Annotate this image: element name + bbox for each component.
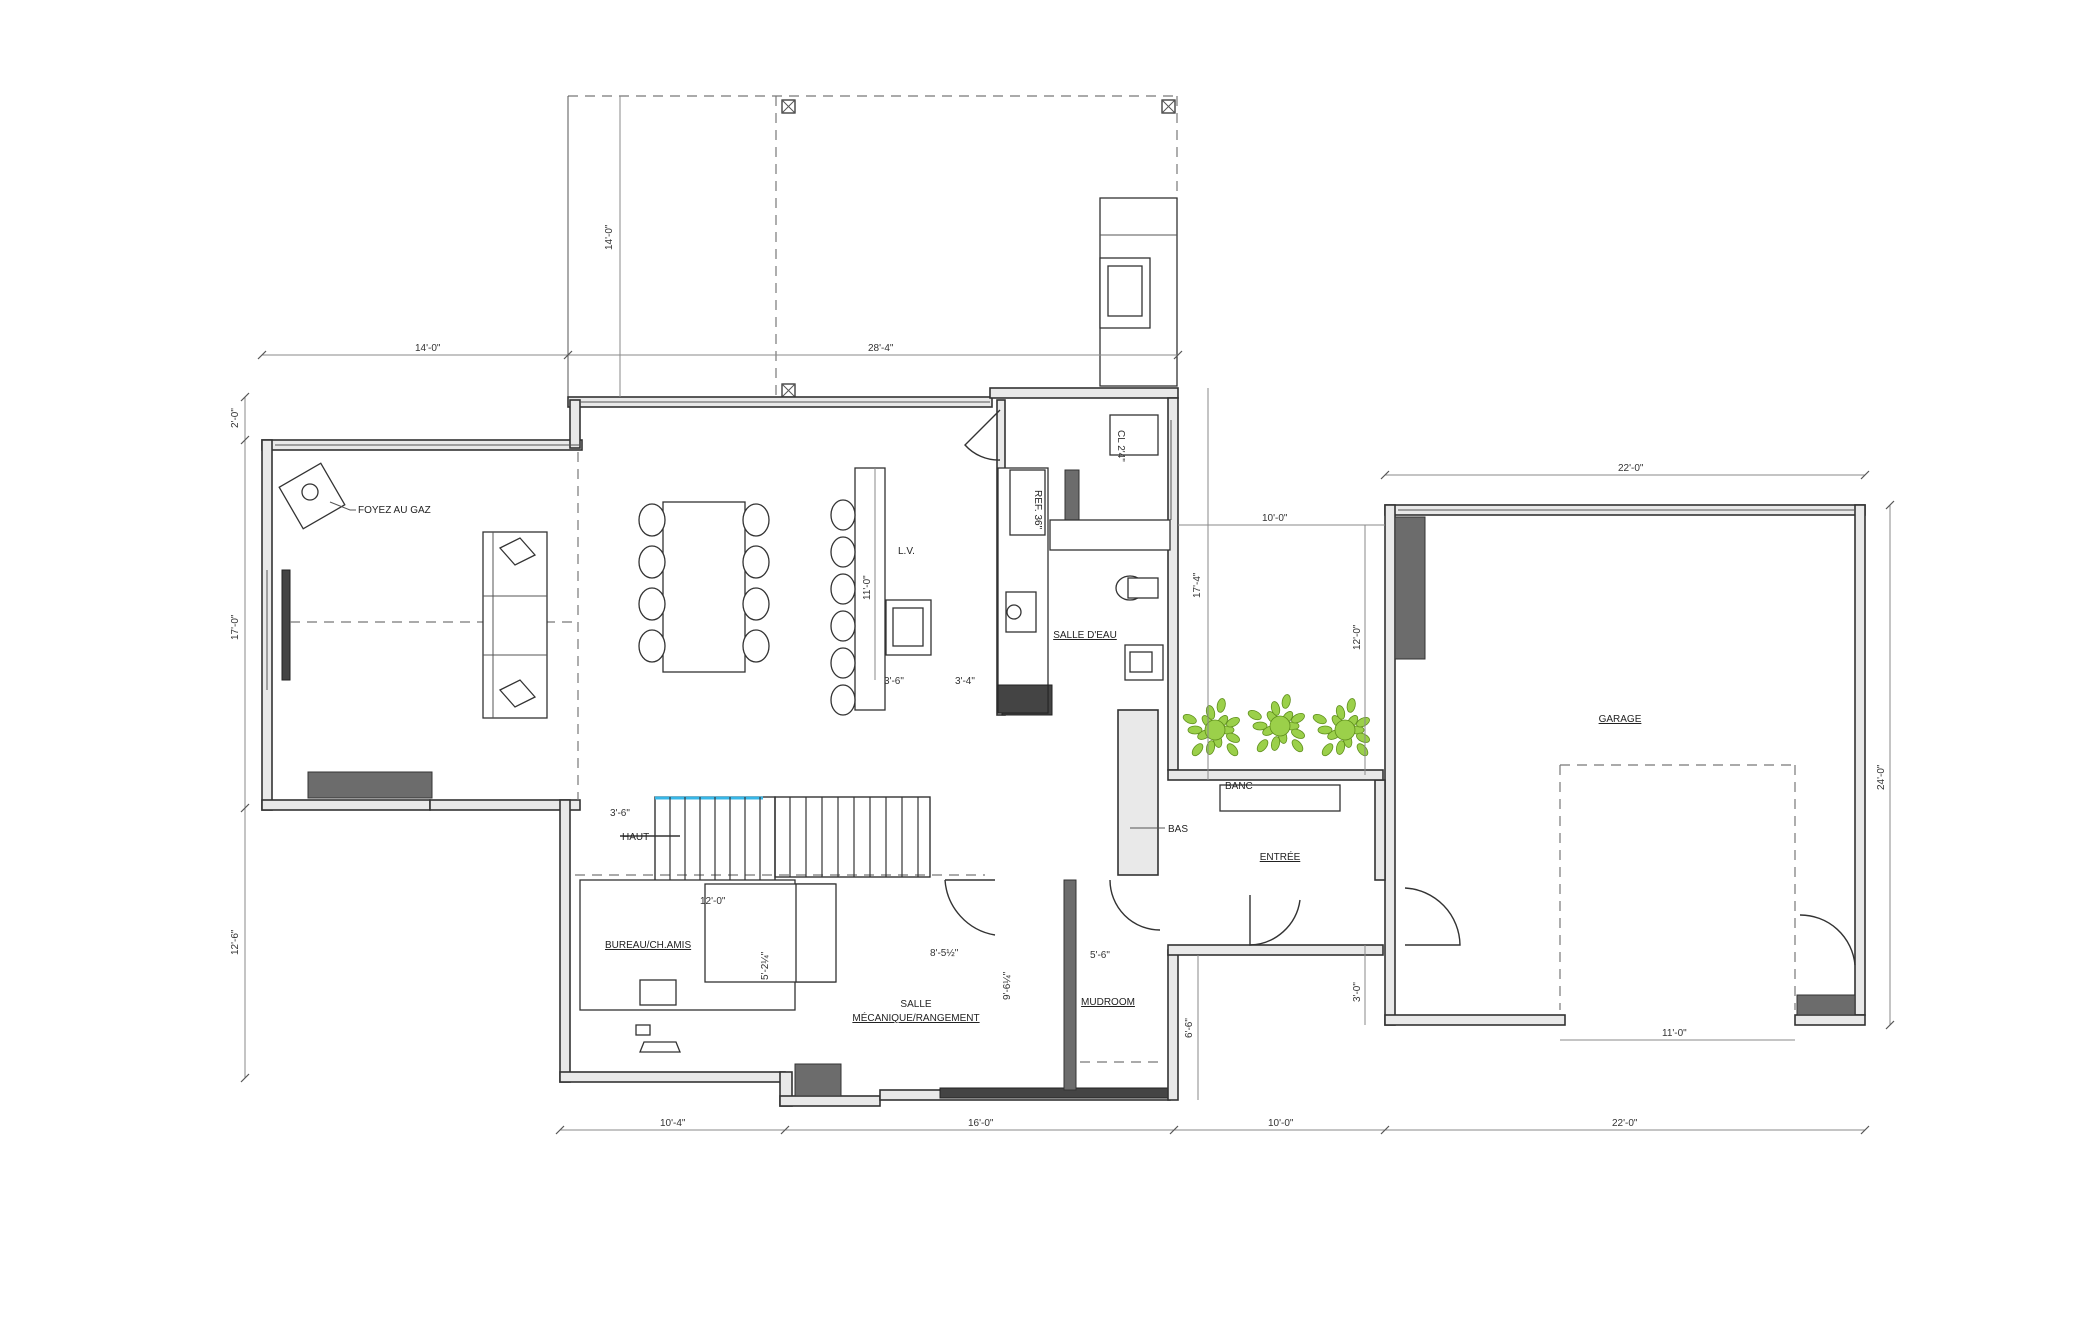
lv-label: L.V. (898, 546, 915, 557)
dim-island-gap: 3'-4" (955, 676, 975, 687)
bar-stool (830, 610, 856, 642)
powder-room: SALLE D'EAU (1053, 575, 1164, 681)
plant (1269, 715, 1291, 737)
plant-leaf (1256, 739, 1269, 753)
living-room: FOYEZ AU GAZ (278, 462, 548, 719)
dim-meca-w: 8'-5½" (930, 948, 959, 959)
dining-chair (742, 503, 770, 537)
dim-left-living: 17'-0" (230, 614, 241, 640)
plant-leaf (1291, 728, 1305, 739)
dining-chair (638, 629, 666, 663)
bas-label: BAS (1168, 824, 1188, 835)
salle-eau-label: SALLE D'EAU (1053, 630, 1117, 641)
dim-garage-door: 11'-0" (1662, 1028, 1687, 1039)
plant-leaf (1187, 725, 1203, 735)
bureau-room: BUREAU/CH.AMIS (579, 879, 996, 1053)
dim-bot-4: 22'-0" (1612, 1118, 1638, 1129)
dim-ent-6: 6'-6" (1184, 1018, 1195, 1038)
dim-island-w: 3'-6" (884, 676, 904, 687)
bar-stool (830, 499, 856, 531)
bar-stool (830, 684, 856, 716)
kitchen: L.V. REF. 36" (854, 409, 1171, 714)
banc-label: BANC (1225, 781, 1253, 792)
plant-leaf (1191, 743, 1204, 757)
bar-stool (830, 536, 856, 568)
dimensions: 14'-0" 28'-4" 14'-0" 2'-0" 17'-0" 12'-6"… (230, 96, 1895, 1135)
plant-leaf (1226, 732, 1240, 743)
bar-stool (830, 573, 856, 605)
plant-leaf (1247, 710, 1262, 721)
haut-label: HAUT (622, 832, 649, 843)
plant-leaf (1252, 721, 1268, 731)
meca-label-2: MÉCANIQUE/RANGEMENT (852, 1011, 979, 1024)
dim-meca-h: 9'-6¼" (1001, 971, 1013, 1000)
entree-label: ENTRÉE (1260, 850, 1301, 863)
windows (266, 401, 1855, 690)
dim-top-left: 14'-0" (415, 343, 441, 354)
foyer-label: FOYEZ AU GAZ (358, 505, 431, 516)
dim-deck-height: 14'-0" (604, 224, 615, 250)
plant-leaf (1356, 743, 1369, 757)
dim-top-right: 28'-4" (868, 343, 894, 354)
plant-leaf (1335, 740, 1346, 755)
dim-salle-eau-h: 17'-4" (1192, 572, 1203, 598)
dim-stair-w: 3'-6" (610, 808, 630, 819)
dim-court-h: 12'-0" (1352, 624, 1363, 650)
plant-leaf (1226, 716, 1240, 728)
garage-label: GARAGE (1599, 714, 1642, 725)
bar-stool (830, 647, 856, 679)
dining-chair (742, 629, 770, 663)
mechanical-room: SALLE MÉCANIQUE/RANGEMENT MUDROOM (852, 879, 1161, 1091)
plant-leaf (1216, 698, 1226, 713)
dim-island: 11'-0" (862, 575, 873, 600)
dim-bot-1: 10'-4" (660, 1118, 686, 1129)
dim-closet: CL 2'4" (1115, 430, 1126, 462)
dim-mud-w: 5'-6" (1090, 950, 1110, 961)
dim-bot-3: 10'-0" (1268, 1118, 1294, 1129)
meca-label-1: SALLE (900, 999, 931, 1010)
dim-court-w: 10'-0" (1262, 513, 1288, 524)
plant-leaf (1270, 736, 1281, 751)
dim-bureau-w: 12'-0" (700, 896, 726, 907)
plant-leaf (1291, 739, 1304, 753)
entree-room: BANC ENTRÉE (1219, 781, 1461, 946)
dining-table (638, 499, 856, 716)
plant-leaf (1346, 698, 1356, 713)
mudroom-label: MUDROOM (1081, 997, 1135, 1008)
dim-garage-side: 24'-0" (1876, 764, 1887, 790)
plant (1334, 719, 1356, 741)
dining-chair (638, 503, 666, 537)
dim-bureau-closet: 5'-2¼" (759, 951, 771, 980)
plant-leaf (1312, 714, 1327, 725)
fridge-label: REF. 36" (1032, 490, 1043, 530)
plant (1204, 719, 1226, 741)
garden-court (1182, 694, 1370, 757)
dining-chair (638, 587, 666, 621)
plant-leaf (1335, 705, 1346, 720)
plant-leaf (1291, 712, 1305, 724)
plant-leaf (1321, 743, 1334, 757)
dining-chair (742, 545, 770, 579)
dim-left-bottom: 12'-6" (230, 929, 241, 955)
staircase: HAUT BAS (620, 796, 1188, 882)
dim-ent-3: 3'-0" (1352, 982, 1363, 1002)
garage: GARAGE (1599, 714, 1856, 966)
bureau-label: BUREAU/CH.AMIS (605, 940, 691, 951)
plant-leaf (1317, 725, 1333, 735)
dim-bot-2: 16'-0" (968, 1118, 994, 1129)
plant-leaf (1205, 740, 1216, 755)
plant-leaf (1182, 714, 1197, 725)
dim-garage-top: 22'-0" (1618, 463, 1644, 474)
plant-leaf (1281, 694, 1291, 709)
dining-chair (742, 587, 770, 621)
dining-chair (638, 545, 666, 579)
plant-leaf (1270, 701, 1281, 716)
dim-left-small: 2'-0" (230, 408, 241, 428)
plant-leaf (1226, 743, 1239, 757)
